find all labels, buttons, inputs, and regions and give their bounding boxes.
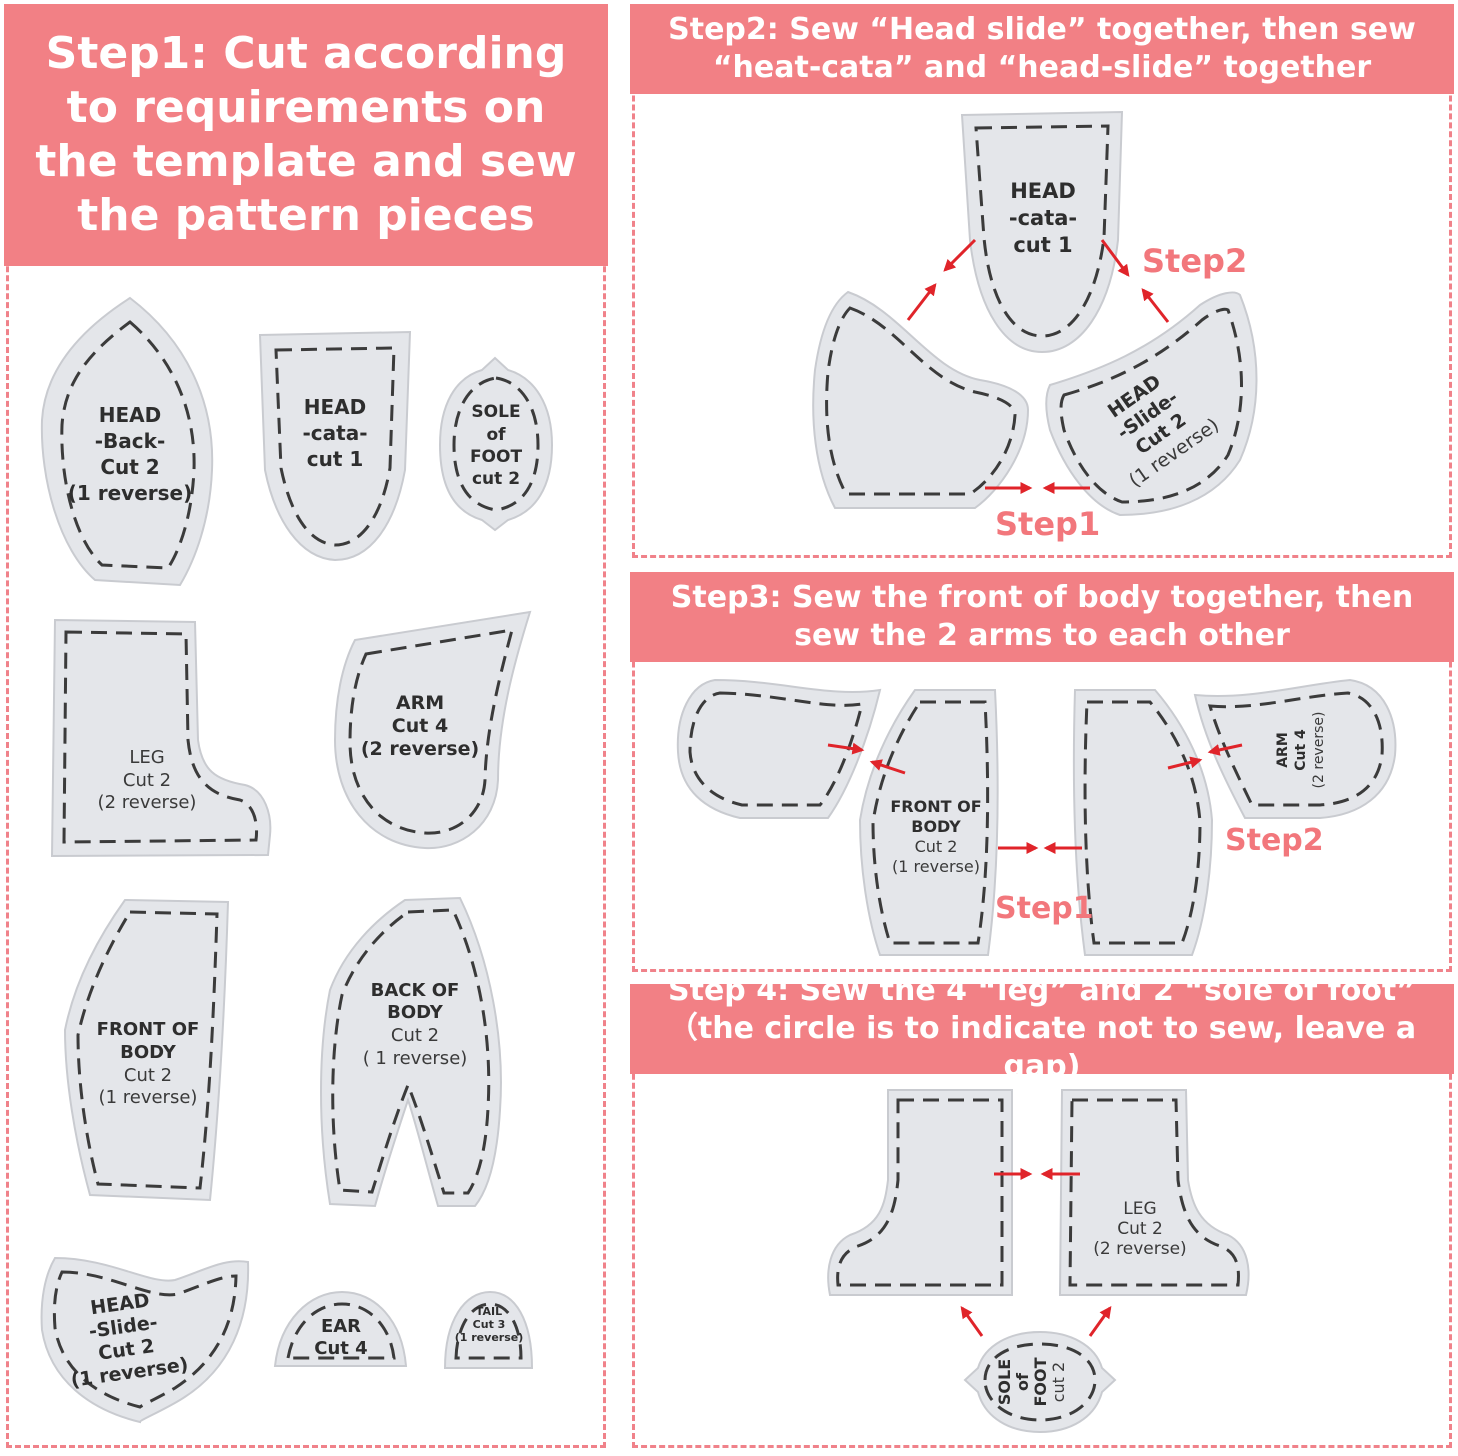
head-cata-line2: -cata- [302, 421, 367, 445]
step4-leg-line3: (2 reverse) [1093, 1239, 1186, 1259]
step4-leg-line1: LEG [1123, 1199, 1156, 1219]
tail-line3: (1 reverse) [455, 1331, 524, 1344]
step2-head-cata-line3: cut 1 [1013, 233, 1072, 257]
piece-back-body: BACK OF BODY Cut 2 ( 1 reverse) [320, 896, 502, 1208]
step4-sole-line3: FOOT [1031, 1357, 1050, 1406]
step4-sole-line4: cut 2 [1049, 1362, 1068, 1402]
piece-head-back: HEAD -Back- Cut 2 (1 reverse) [40, 296, 214, 587]
step3-front-body-right [1072, 689, 1214, 956]
front-body-line1: FRONT OF [97, 1019, 200, 1040]
ear-line1: EAR [321, 1316, 361, 1337]
step3-front-body-line3: Cut 2 [915, 837, 958, 856]
step4-leg-line2: Cut 2 [1117, 1219, 1163, 1239]
step3-arm-line3: (2 reverse) [1311, 712, 1327, 789]
piece-tail: TAIL Cut 3 (1 reverse) [443, 1290, 534, 1369]
step2-banner: Step2: Sew “Head slide” together, then s… [630, 4, 1454, 94]
front-body-line2: BODY [120, 1042, 177, 1063]
step2-label-a: Step2 [1142, 242, 1247, 280]
arm-line2: Cut 4 [392, 715, 448, 737]
piece-leg: LEG Cut 2 (2 reverse) [50, 618, 272, 858]
step3-title: Step3: Sew the front of body together, t… [670, 580, 1414, 653]
step4-sole-line1: SOLE [995, 1359, 1014, 1405]
step3-front-body-left: FRONT OF BODY Cut 2 (1 reverse) [858, 689, 999, 956]
back-body-line3: Cut 2 [391, 1025, 439, 1046]
tail-line2: Cut 3 [473, 1318, 506, 1331]
head-back-line3: Cut 2 [100, 455, 159, 479]
step1-title: Step1: Cut according to requirements on … [35, 28, 577, 241]
piece-arm: ARM Cut 4 (2 reverse) [333, 610, 532, 850]
step3-front-body-line1: FRONT OF [890, 797, 981, 816]
back-body-line4: ( 1 reverse) [363, 1048, 468, 1069]
tail-line1: TAIL [476, 1305, 502, 1318]
step2-head-cata-line1: HEAD [1010, 179, 1076, 203]
front-body-line3: Cut 2 [124, 1065, 172, 1086]
head-back-line1: HEAD [99, 403, 161, 427]
piece-ear: EAR Cut 4 [273, 1290, 408, 1367]
step3-front-body-line4: (1 reverse) [892, 857, 980, 876]
sole-line1: SOLE [471, 402, 520, 422]
step3-arm-line2: Cut 4 [1293, 729, 1309, 771]
ear-line2: Cut 4 [314, 1338, 367, 1359]
back-body-line1: BACK OF [371, 980, 460, 1001]
step3-arrows [827, 742, 1243, 854]
arm-line3: (2 reverse) [361, 738, 479, 760]
head-cata-line1: HEAD [304, 395, 366, 419]
leg-line3: (2 reverse) [98, 792, 197, 813]
head-back-line2: -Back- [95, 429, 166, 453]
head-cata-line3: cut 1 [307, 447, 364, 471]
step2-head-cata: HEAD -cata- cut 1 [960, 110, 1124, 354]
step4-banner: Step 4: Sew the 4 “leg” and 2 “sole of f… [630, 973, 1454, 1084]
sole-line4: cut 2 [472, 469, 520, 489]
front-body-line4: (1 reverse) [99, 1087, 198, 1108]
step4-arrows [960, 1168, 1112, 1337]
sole-line3: FOOT [470, 447, 523, 467]
step2-label-b: Step1 [995, 505, 1100, 543]
step3-banner: Step3: Sew the front of body together, t… [630, 572, 1454, 662]
step4-title: Step 4: Sew the 4 “leg” and 2 “sole of f… [667, 973, 1417, 1084]
step3-label-b: Step1 [995, 891, 1094, 926]
leg-line2: Cut 2 [123, 770, 171, 791]
piece-head-slide: HEAD -Slide- Cut 2 (1 reverse) [40, 1256, 250, 1424]
piece-head-cata: HEAD -cata- cut 1 [258, 330, 412, 562]
step3-label-a: Step2 [1225, 823, 1324, 858]
step3-front-body-line2: BODY [911, 817, 961, 836]
step4-sole-line2: of [1013, 1372, 1032, 1391]
back-body-line2: BODY [387, 1002, 444, 1023]
step2-title: Step2: Sew “Head slide” together, then s… [668, 12, 1416, 85]
piece-front-body: FRONT OF BODY Cut 2 (1 reverse) [63, 898, 230, 1202]
arm-line1: ARM [396, 692, 444, 714]
leg-line1: LEG [129, 747, 164, 768]
step2-head-slide-left [812, 290, 1030, 509]
step4-leg-right: LEG Cut 2 (2 reverse) [1058, 1089, 1250, 1296]
step2-head-cata-line2: -cata- [1009, 206, 1077, 230]
head-back-line4: (1 reverse) [68, 481, 193, 505]
step4-sole: SOLE of FOOT cut 2 [963, 1330, 1117, 1434]
step1-banner: Step1: Cut according to requirements on … [4, 4, 608, 266]
piece-sole: SOLE of FOOT cut 2 [438, 356, 554, 532]
step2-head-slide-right: HEAD -Slide- Cut 2 (1 reverse) [1045, 291, 1258, 517]
step3-arm-left [676, 678, 882, 819]
sole-line2: of [486, 425, 506, 445]
step3-arm-line1: ARM [1275, 732, 1291, 768]
step4-leg-left [827, 1089, 1013, 1296]
step3-arm-right: ARM Cut 4 (2 reverse) [1193, 678, 1397, 819]
step2-arrows [906, 238, 1170, 494]
